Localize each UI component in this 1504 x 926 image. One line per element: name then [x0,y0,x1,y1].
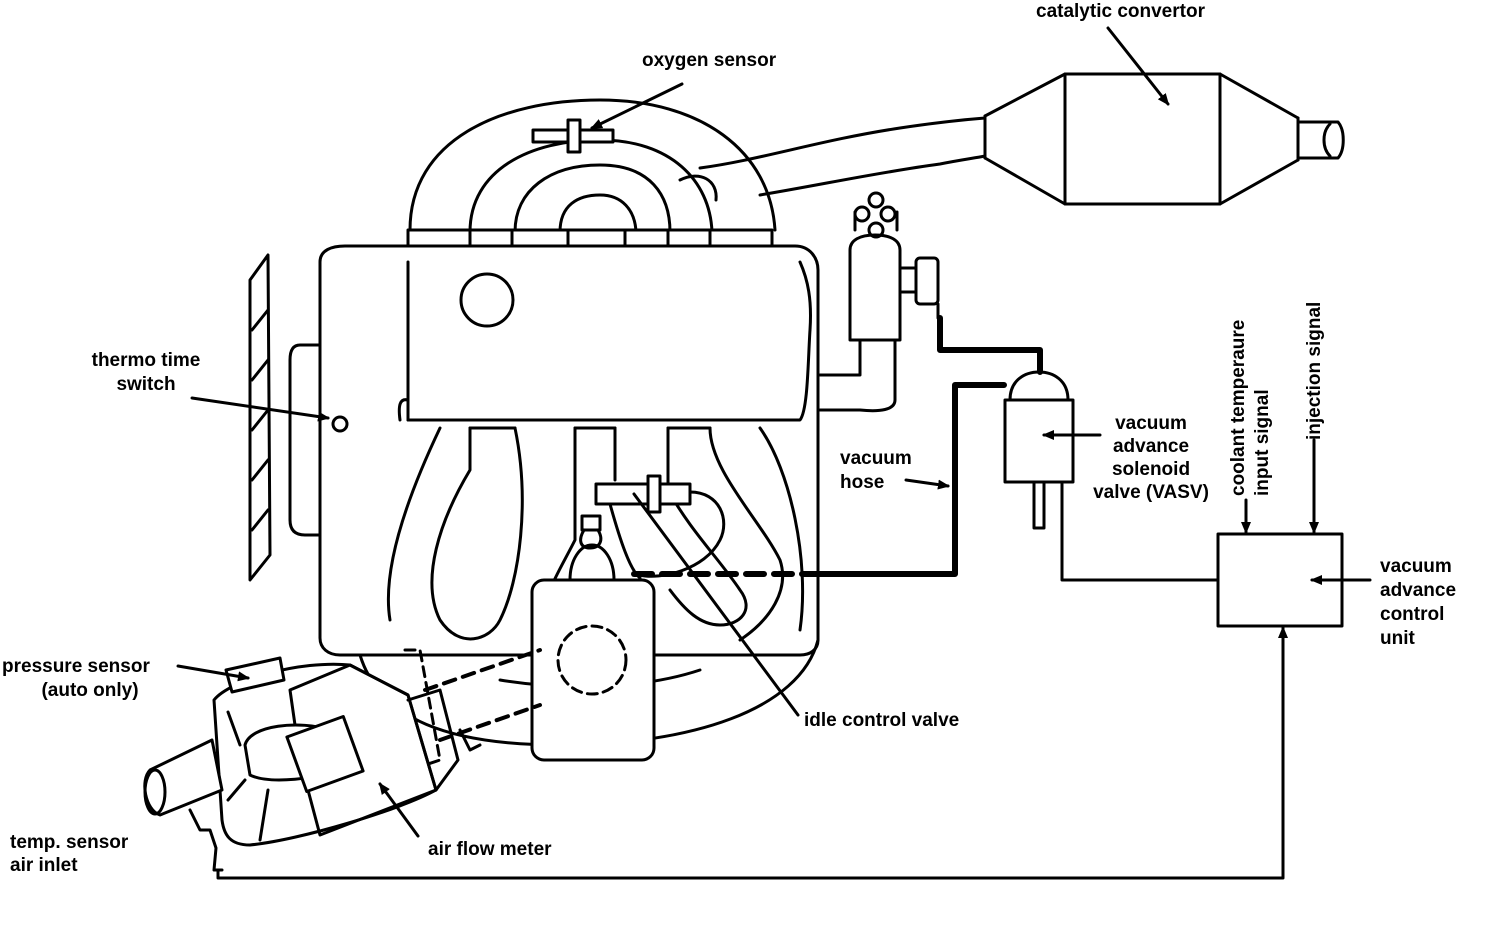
label-injection-signal: injection signal [1304,302,1325,440]
label-vacuum-hose-line1: vacuum [840,448,912,469]
label-temp-sensor-line1: temp. sensor [10,832,129,853]
label-coolant-temperature-line2: input signal [1252,389,1273,496]
label-control-unit-line4: unit [1380,628,1415,649]
leader-arrows [176,26,1170,838]
label-catalytic-convertor: catalytic convertor [1036,1,1206,22]
label-coolant-temperature-line1: coolant temperaure [1228,320,1249,496]
label-idle-control-valve: idle control valve [804,710,959,731]
label-pressure-sensor-line2: (auto only) [41,680,138,701]
label-pressure-sensor-line1: pressure sensor [2,656,150,677]
label-thermo-time-switch-line1: thermo time [92,350,201,371]
vacuum-hose [627,315,1043,577]
vasv-valve [1003,370,1075,530]
plenum-box [530,514,656,762]
exhaust-manifold [406,98,777,248]
oxygen-sensor [531,118,615,154]
pulley-fan [248,253,322,582]
exhaust-pipe [698,116,987,197]
signal-lines [216,438,1372,880]
label-vasv-line2: advance [1113,436,1189,457]
label-control-unit-line2: advance [1380,580,1456,601]
catalytic-convertor [983,72,1345,206]
label-oxygen-sensor: oxygen sensor [642,50,777,71]
label-vacuum-hose-line2: hose [840,472,884,493]
label-vasv-line4: valve (VASV) [1093,482,1209,503]
label-vasv-line3: solenoid [1112,459,1190,480]
label-control-unit-line3: control [1380,604,1444,625]
label-temp-sensor-line2: air inlet [10,855,78,876]
label-thermo-time-switch-line2: switch [116,374,175,395]
label-control-unit-line1: vacuum [1380,556,1452,577]
air-flow-meter [143,648,542,872]
labels: catalytic convertor oxygen sensor thermo… [2,1,1456,876]
distributor [818,191,940,413]
label-air-flow-meter: air flow meter [428,839,552,860]
label-vasv-line1: vacuum [1115,413,1187,434]
